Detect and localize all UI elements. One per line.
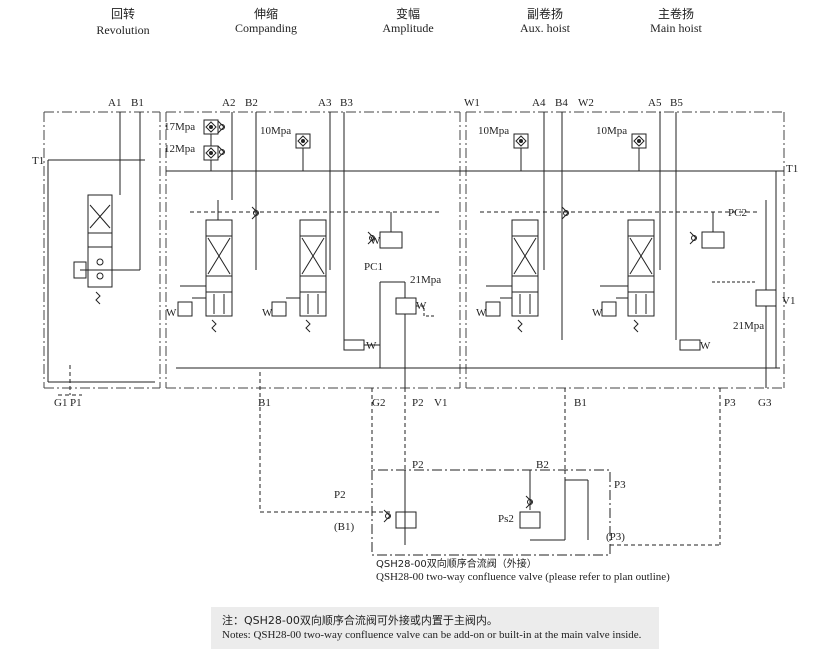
port-b5: B5 (670, 97, 683, 109)
pressure-10mpa-a: 10Mpa (260, 125, 291, 137)
label-w-3: W (370, 235, 381, 247)
port-b4: B4 (555, 97, 568, 109)
main-hoist-valve-group (600, 112, 777, 388)
conf-caption-en: QSH28-00 two-way confluence valve (pleas… (376, 571, 670, 583)
conf-b2-top: B2 (536, 459, 549, 471)
label-w-4: W (416, 300, 427, 312)
header-companding-en: Companding (235, 21, 297, 35)
port-g3: G3 (758, 397, 772, 409)
note-cn: 注：QSH28-00双向顺序合流阀可外接或内置于主阀内。 (222, 614, 498, 627)
port-b1-bottom-2: B1 (574, 397, 587, 409)
valve-body-outline (43, 111, 785, 389)
port-a4: A4 (532, 97, 546, 109)
label-v1: V1 (782, 295, 795, 307)
confluence-labels: P2 B2 P2 (B1) P3 (P3) QSH28-00双向顺序合流阀（外接… (334, 459, 670, 583)
tank-line-t1 (47, 159, 784, 383)
port-b1-bottom: B1 (258, 397, 271, 409)
label-w-5: W (366, 340, 377, 352)
port-b2: B2 (245, 97, 258, 109)
header-companding-cn: 伸缩 (254, 6, 278, 21)
label-ps2: Ps2 (498, 513, 514, 525)
header-amplitude-cn: 变幅 (396, 6, 420, 21)
header-revolution-cn: 回转 (111, 6, 135, 21)
notes-box (211, 607, 659, 649)
valve-labels: PC1 PC2 V1 Ps2 W W W W W W W W (166, 207, 795, 525)
label-w-8: W (700, 340, 711, 352)
pressure-17mpa: 17Mpa (164, 121, 195, 133)
conf-b1-left: (B1) (334, 521, 355, 533)
section-headers: 回转 Revolution 伸缩 Companding 变幅 Amplitude… (96, 6, 702, 37)
conf-p2-top: P2 (412, 459, 424, 471)
conf-p2-left: P2 (334, 489, 346, 501)
label-w-1: W (166, 307, 177, 319)
pressure-21mpa-a: 21Mpa (410, 274, 441, 286)
conf-caption-cn: QSH28-00双向顺序合流阀（外接） (376, 557, 537, 570)
header-revolution-en: Revolution (96, 23, 149, 37)
conf-p3-right: P3 (614, 479, 626, 491)
aux-hoist-valve-group (485, 112, 569, 340)
bottom-ports: G1 P1 B1 G2 P2 V1 B1 P3 G3 (54, 397, 772, 409)
pressure-12mpa: 12Mpa (164, 143, 195, 155)
pressure-10mpa-b: 10Mpa (478, 125, 509, 137)
pressure-10mpa-c: 10Mpa (596, 125, 627, 137)
port-v1-bottom: V1 (434, 397, 447, 409)
port-g2: G2 (372, 397, 385, 409)
port-a2: A2 (222, 97, 235, 109)
header-aux-hoist-cn: 副卷扬 (527, 6, 563, 21)
label-w-2: W (262, 307, 273, 319)
pilot-lines (58, 211, 760, 546)
port-p3: P3 (724, 397, 736, 409)
port-w2: W2 (578, 97, 594, 109)
revolution-valve (73, 112, 141, 305)
port-t1-left: T1 (32, 155, 44, 167)
label-pc2: PC2 (728, 207, 747, 219)
port-g1: G1 (54, 397, 67, 409)
header-aux-hoist-en: Aux. hoist (520, 21, 571, 35)
port-a3: A3 (318, 97, 332, 109)
pressure-labels: 17Mpa 12Mpa 10Mpa 10Mpa 10Mpa 21Mpa 21Mp… (164, 121, 764, 332)
port-p1: P1 (70, 397, 82, 409)
conf-p3-paren: (P3) (606, 531, 625, 543)
label-w-6: W (476, 307, 487, 319)
port-b3: B3 (340, 97, 353, 109)
top-ports: A1 B1 A2 B2 A3 B3 W1 A4 B4 W2 A5 B5 (108, 97, 683, 109)
note-en: Notes: QSH28-00 two-way confluence valve… (222, 629, 642, 641)
port-t1-right: T1 (786, 163, 798, 175)
header-amplitude-en: Amplitude (382, 21, 433, 35)
label-pc1: PC1 (364, 261, 383, 273)
pressure-21mpa-b: 21Mpa (733, 320, 764, 332)
port-w1: W1 (464, 97, 480, 109)
confluence-valve (371, 469, 611, 556)
port-b1: B1 (131, 97, 144, 109)
header-main-hoist-cn: 主卷扬 (658, 6, 694, 21)
port-a5: A5 (648, 97, 662, 109)
header-main-hoist-en: Main hoist (650, 21, 702, 35)
label-w-7: W (592, 307, 603, 319)
amplitude-valve-group (343, 212, 434, 388)
companding-valve-group (177, 112, 345, 340)
port-p2: P2 (412, 397, 424, 409)
port-a1: A1 (108, 97, 121, 109)
